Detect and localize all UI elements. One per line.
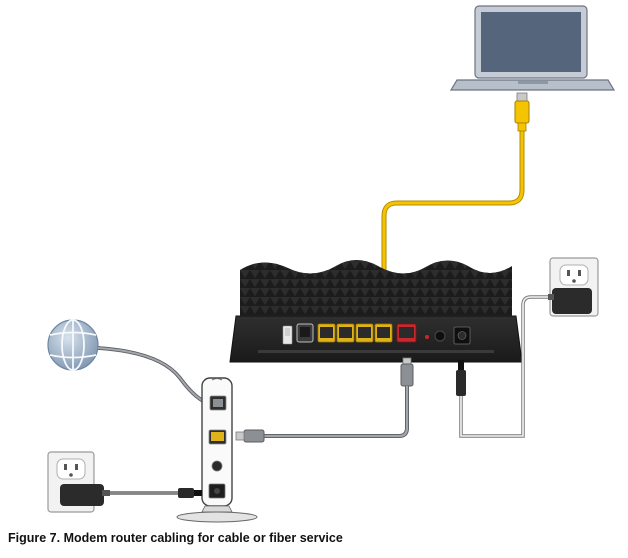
modem-router-icon [229, 260, 523, 363]
cable-modem-icon [176, 377, 258, 523]
coax-cable [97, 346, 211, 406]
router-power-cable [456, 295, 548, 438]
globe-icon [47, 319, 99, 371]
modem-power-cable [108, 488, 202, 498]
power-adapter-icon [548, 288, 592, 314]
power-adapter-icon [60, 484, 110, 506]
laptop-icon [449, 5, 616, 91]
gray-ethernet-cable [235, 357, 414, 443]
figure-caption: Figure 7. Modem router cabling for cable… [8, 531, 343, 545]
diagram-canvas [47, 5, 616, 523]
